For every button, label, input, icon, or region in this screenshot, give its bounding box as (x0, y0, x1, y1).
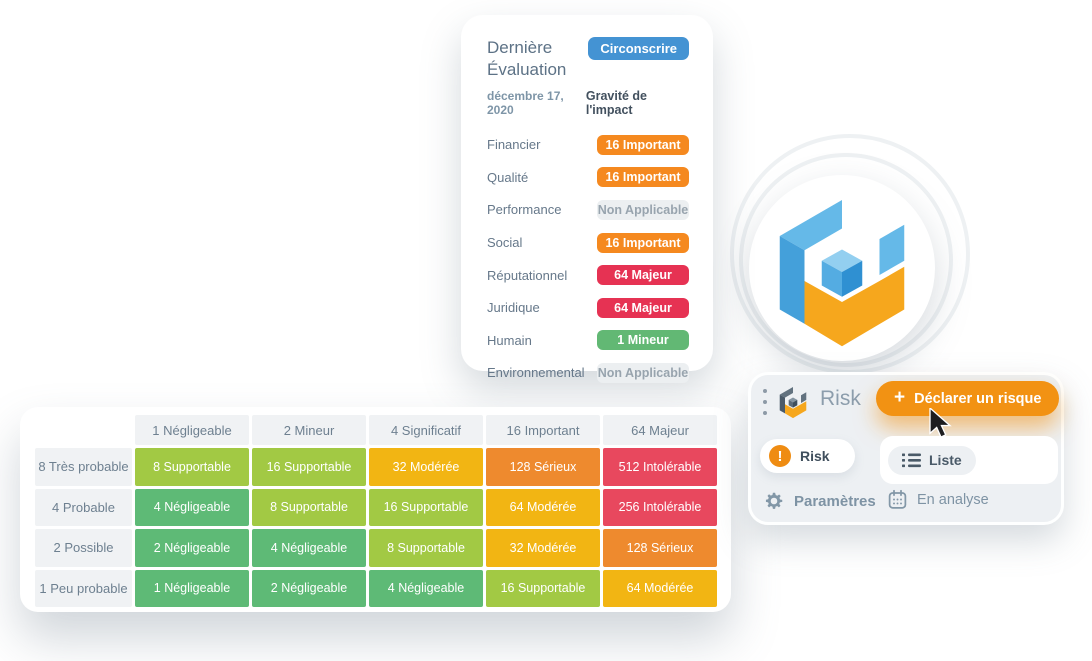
risk-widget-panel: Risk + Déclarer un risque ! Risk (748, 372, 1064, 525)
matrix-cell[interactable]: 16 Supportable (252, 448, 366, 486)
parametres-label: Paramètres (794, 492, 876, 510)
severity-badge[interactable]: 64 Majeur (597, 297, 689, 318)
matrix-row-header: 2 Possible (35, 529, 132, 567)
matrix-cell[interactable]: 2 Négligeable (252, 569, 366, 607)
impact-label: Social (487, 235, 523, 251)
impact-row-environnemental: Environnemental Non Applicable (487, 357, 689, 390)
plus-icon: + (894, 387, 906, 408)
impact-row-qualite: Qualité 16 Important (487, 161, 689, 194)
impact-label: Qualité (487, 169, 529, 185)
matrix-cell[interactable]: 8 Supportable (135, 448, 249, 486)
severity-badge[interactable]: 1 Mineur (597, 330, 689, 351)
matrix-cell[interactable]: 4 Négligeable (252, 529, 366, 567)
matrix-cell[interactable]: 8 Supportable (369, 529, 483, 567)
matrix-col-header: 1 Négligeable (135, 415, 249, 445)
matrix-row-header: 1 Peu probable (35, 569, 132, 607)
kebab-menu-icon[interactable] (763, 389, 769, 415)
en-analyse-label: En analyse (917, 491, 989, 508)
impact-label: Financier (487, 137, 541, 153)
matrix-col-header: 2 Mineur (252, 415, 366, 445)
severity-column-header: Gravité de l'impact (585, 88, 647, 117)
matrix-cell[interactable]: 4 Négligeable (135, 488, 249, 526)
logo-ring-inner (739, 153, 953, 367)
liste-container: Liste (880, 436, 1058, 484)
matrix-corner (35, 415, 132, 445)
risk-matrix-table: 1 Négligeable 2 Mineur 4 Significatif 16… (35, 415, 717, 607)
matrix-cell[interactable]: 256 Intolérable (603, 488, 717, 526)
matrix-cell[interactable]: 32 Modérée (369, 448, 483, 486)
matrix-col-header: 4 Significatif (369, 415, 483, 445)
severity-badge[interactable]: 16 Important (597, 134, 689, 155)
severity-badge[interactable]: Non Applicable (597, 199, 689, 220)
liste-button[interactable]: Liste (888, 445, 976, 475)
impact-label: Environnemental (487, 365, 585, 381)
risk-cube-logo-icon (779, 200, 905, 347)
impact-label: Réputationnel (487, 267, 568, 283)
impact-row-juridique: Juridique 64 Majeur (487, 291, 689, 324)
matrix-cell[interactable]: 32 Modérée (486, 529, 600, 567)
risk-tab[interactable]: ! Risk (760, 439, 855, 473)
matrix-col-header: 64 Majeur (603, 415, 717, 445)
impact-row-reputationnel: Réputationnel 64 Majeur (487, 259, 689, 292)
gear-icon (765, 492, 783, 509)
matrix-cell[interactable]: 4 Négligeable (369, 569, 483, 607)
severity-badge[interactable]: Non Applicable (597, 362, 689, 383)
last-evaluation-card: Dernière Évaluation Circonscrire décembr… (461, 15, 713, 383)
matrix-cell[interactable]: 2 Négligeable (135, 529, 249, 567)
declare-risk-label: Déclarer un risque (914, 390, 1042, 407)
risk-tab-label: Risk (800, 448, 830, 464)
matrix-cell[interactable]: 16 Supportable (486, 569, 600, 607)
matrix-cell[interactable]: 16 Supportable (369, 488, 483, 526)
matrix-cell[interactable]: 64 Modérée (486, 488, 600, 526)
impact-row-social: Social 16 Important (487, 226, 689, 259)
matrix-cell[interactable]: 64 Modérée (603, 569, 717, 607)
declare-risk-button[interactable]: + Déclarer un risque (876, 381, 1060, 416)
severity-badge[interactable]: 64 Majeur (597, 265, 689, 286)
mouse-cursor-icon (929, 408, 952, 438)
impact-row-humain: Humain 1 Mineur (487, 324, 689, 357)
matrix-row-header: 8 Très probable (35, 448, 132, 486)
severity-badge[interactable]: 16 Important (597, 232, 689, 253)
list-icon (902, 453, 921, 467)
alert-icon: ! (769, 445, 791, 467)
card-title: Dernière Évaluation (487, 38, 567, 79)
matrix-cell[interactable]: 512 Intolérable (603, 448, 717, 486)
liste-label: Liste (929, 452, 962, 468)
impact-row-financier: Financier 16 Important (487, 129, 689, 162)
risk-matrix-panel: 1 Négligeable 2 Mineur 4 Significatif 16… (20, 407, 731, 612)
matrix-cell[interactable]: 8 Supportable (252, 488, 366, 526)
status-badge[interactable]: Circonscrire (588, 37, 689, 60)
impact-label: Humain (487, 332, 532, 348)
matrix-row-header: 4 Probable (35, 488, 132, 526)
matrix-cell[interactable]: 128 Sérieux (486, 448, 600, 486)
en-analyse-item[interactable]: En analyse (887, 489, 989, 510)
evaluation-date: décembre 17, 2020 (487, 88, 564, 117)
severity-badge[interactable]: 16 Important (597, 167, 689, 188)
matrix-cell[interactable]: 128 Sérieux (603, 529, 717, 567)
impact-label: Juridique (487, 300, 540, 316)
impact-label: Performance (487, 202, 562, 218)
app-name: Risk (820, 387, 861, 410)
matrix-cell[interactable]: 1 Négligeable (135, 569, 249, 607)
matrix-col-header: 16 Important (486, 415, 600, 445)
impact-row-performance: Performance Non Applicable (487, 194, 689, 227)
parametres-item[interactable]: Paramètres (763, 490, 876, 512)
impact-rows: Financier 16 Important Qualité 16 Import… (487, 129, 689, 390)
risk-mini-logo-icon (779, 386, 807, 419)
calendar-icon (888, 489, 907, 509)
